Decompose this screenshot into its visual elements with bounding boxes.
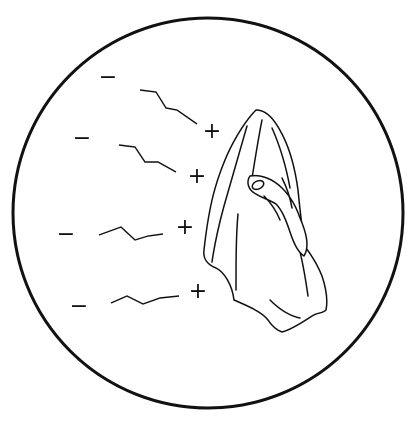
positive-sign: +: [203, 119, 221, 144]
circle-border: [13, 18, 403, 408]
negative-sign: −: [70, 294, 88, 319]
negative-sign: −: [57, 222, 75, 247]
positive-sign: +: [188, 164, 206, 189]
positive-sign: +: [189, 279, 207, 304]
negative-sign: −: [99, 65, 117, 90]
negative-sign: −: [73, 126, 91, 151]
positive-sign: +: [176, 215, 194, 240]
